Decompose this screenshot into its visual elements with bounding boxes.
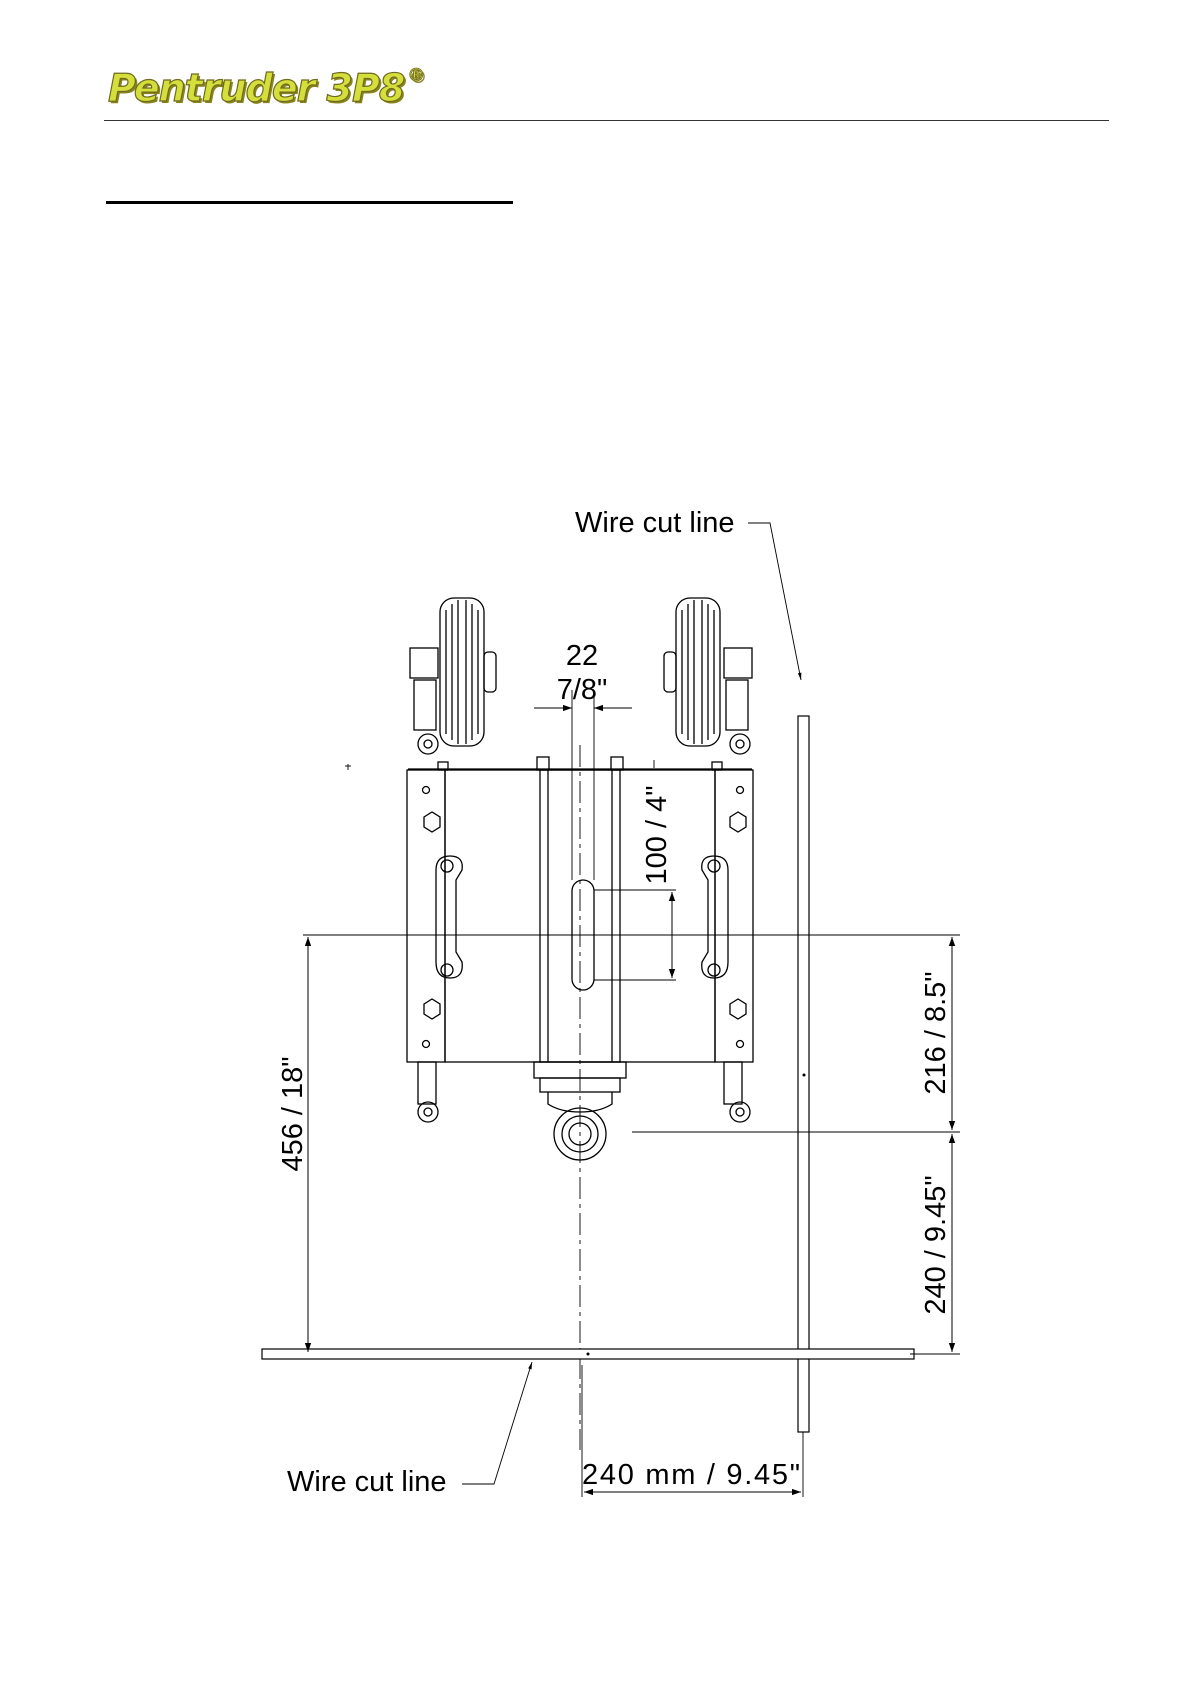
dim-100-label: 100 / 4": [641, 786, 673, 885]
wire-cut-label-top: Wire cut line: [575, 507, 735, 539]
dim-240mm-label: 240 mm / 9.45": [582, 1459, 800, 1491]
wire-cut-bars: [262, 716, 914, 1432]
handle-left: [436, 856, 462, 978]
leader-lines: [462, 523, 801, 1484]
wheel-right: [664, 598, 752, 754]
dim-22-label: 22: [566, 640, 598, 672]
center-lines: [270, 745, 910, 1450]
extension-lines: [303, 690, 960, 1497]
dim-7-8-label: 7/8": [557, 674, 608, 706]
wheel-left: [410, 598, 496, 754]
dim-456-label: 456 / 18": [277, 1056, 309, 1171]
wire-cut-label-bottom: Wire cut line: [287, 1466, 447, 1498]
dimension-lines: [308, 708, 952, 1492]
dim-240-vertical-label: 240 / 9.45": [920, 1175, 952, 1314]
dim-216-label: 216 / 8.5": [920, 971, 952, 1094]
